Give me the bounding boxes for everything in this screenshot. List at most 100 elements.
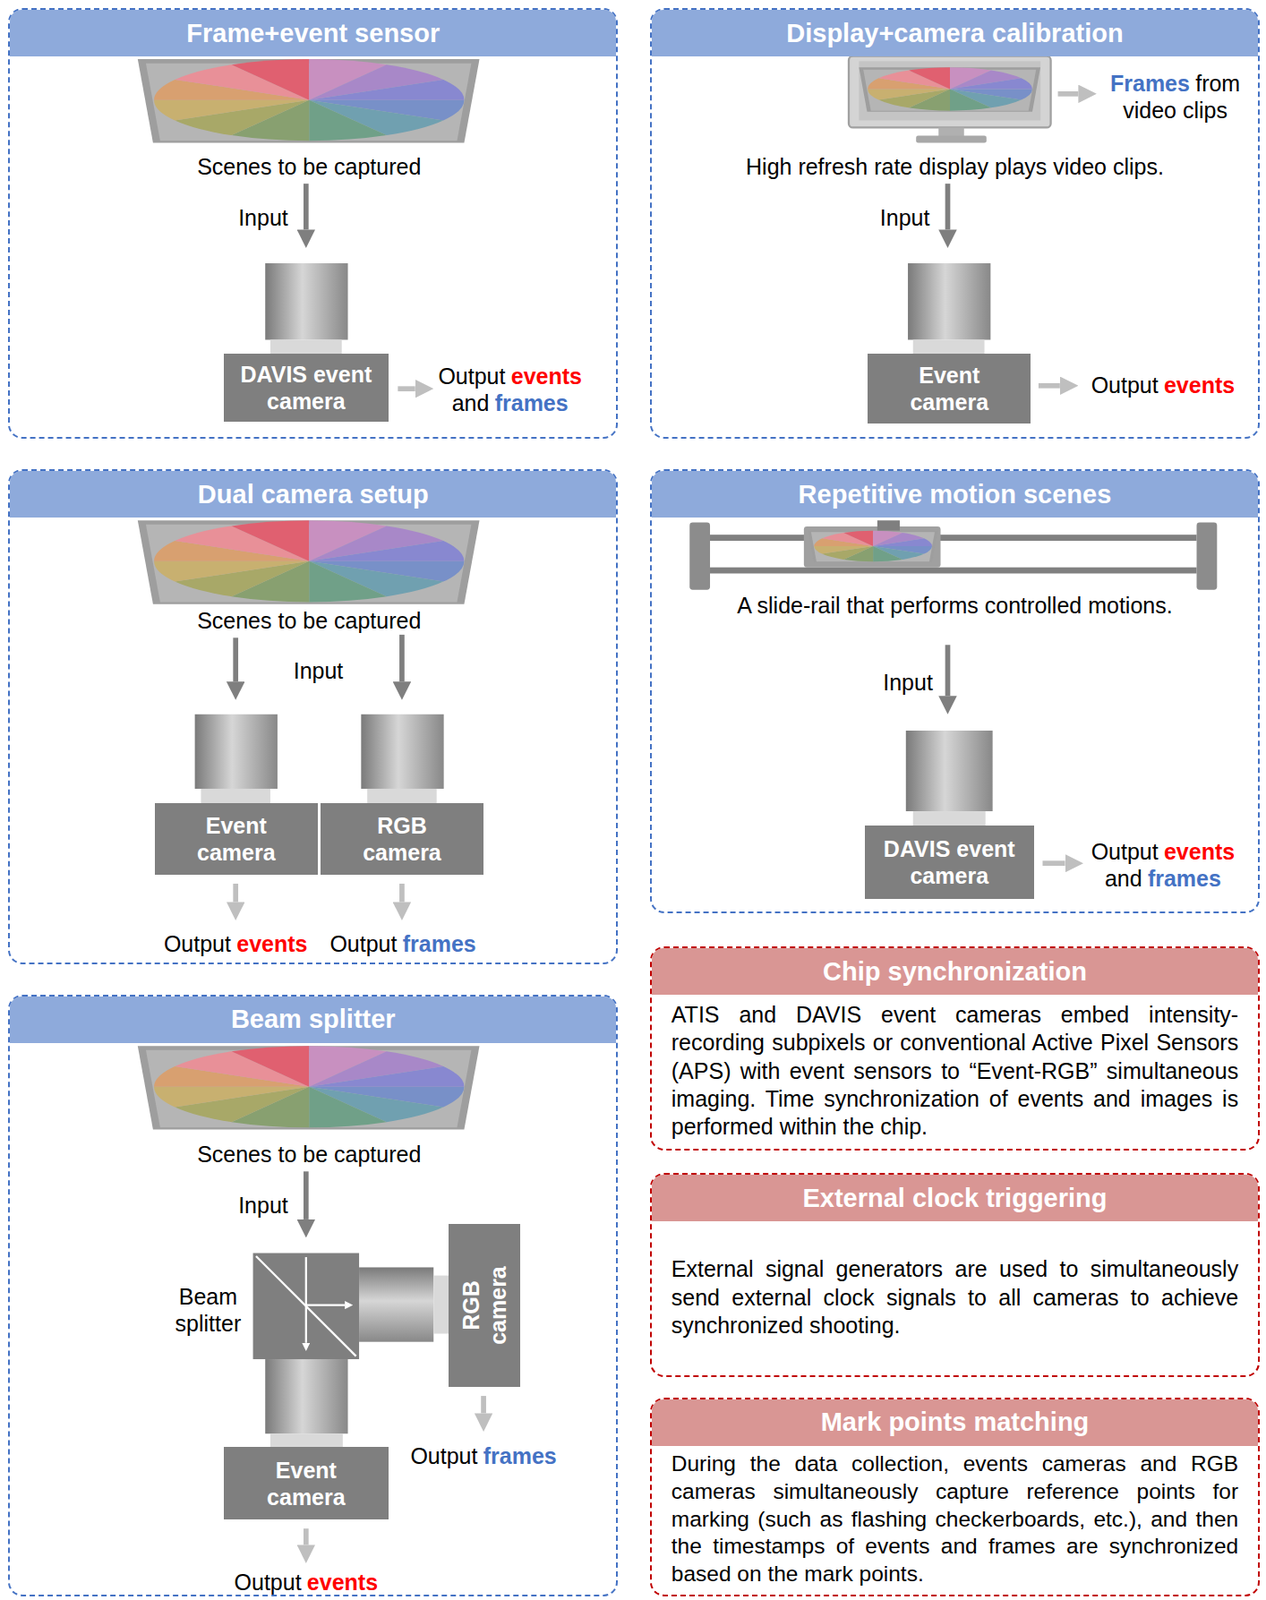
panel-box: Chip synchronizationATIS and DAVIS event…: [650, 946, 1260, 1151]
label-row: Beam splitter: [162, 1283, 253, 1337]
beam-splitter-cube: [253, 1253, 360, 1361]
camera-label: DAVIS event camera: [229, 360, 383, 415]
panel-title: External clock triggering: [802, 1183, 1107, 1214]
label-row: Scenes to be captured: [196, 607, 421, 634]
label-text: events: [1163, 372, 1235, 398]
label-text: Frames: [1110, 70, 1190, 96]
camera-label: Event camera: [255, 1456, 358, 1511]
label-row: Outputevents: [437, 362, 582, 390]
label-group: Input: [238, 1191, 289, 1219]
label-row: Outputevents: [1091, 371, 1236, 399]
output-arrow: [235, 94, 1078, 1546]
camera-box: RGB camera: [320, 803, 483, 875]
label-text: Input: [238, 1192, 289, 1218]
label-text: Output: [437, 363, 505, 389]
label-group: Scenes to be captured: [196, 607, 421, 634]
label-group: High refresh rate display plays video cl…: [745, 153, 1164, 180]
panel-body: ATIS and DAVIS event cameras embed inten…: [671, 998, 1239, 1144]
label-text: A slide-rail that performs controlled mo…: [736, 592, 1172, 618]
label-row: Framesfrom: [1110, 69, 1241, 97]
label-group: Outputframes: [329, 930, 476, 958]
body-text: External signal generators are used to s…: [671, 1255, 1239, 1340]
label-row: video clips: [1110, 96, 1241, 124]
label-text: Input: [238, 205, 289, 231]
panel-title: Dual camera setup: [197, 479, 429, 510]
label-text: Scenes to be captured: [196, 607, 421, 633]
panel-header: Frame+event sensor: [9, 9, 616, 57]
panel-box: Dual camera setupEvent camera RGB camera: [8, 469, 618, 965]
camera-label: RGB camera: [350, 812, 454, 866]
camera-label: RGB camera: [457, 1254, 512, 1357]
scene-image: [137, 1045, 480, 1130]
panel-box: Mark points matchingDuring the data coll…: [650, 1397, 1260, 1597]
label-text: from: [1195, 70, 1241, 96]
label-group: Input: [293, 657, 344, 685]
label-text: events: [511, 363, 582, 389]
panel-header: Chip synchronization: [651, 948, 1258, 995]
panel-title: Display+camera calibration: [786, 18, 1123, 49]
label-text: frames: [1147, 865, 1222, 891]
panel-title: Chip synchronization: [822, 957, 1087, 987]
label-row: Input: [238, 1191, 289, 1219]
label-text: Scenes to be captured: [196, 153, 421, 180]
label-group: Outputevents: [234, 1568, 379, 1596]
label-row: Outputframes: [410, 1442, 557, 1470]
panel-header: Mark points matching: [651, 1399, 1258, 1446]
camera-box: RGB camera: [448, 1223, 521, 1387]
label-text: Output: [234, 1569, 302, 1595]
label-group: Outputeventsandframes: [1091, 838, 1236, 892]
label-group: Scenes to be captured: [196, 1140, 421, 1168]
label-text: Output: [1091, 372, 1159, 398]
label-row: Input: [238, 204, 289, 231]
panel-title: Mark points matching: [821, 1407, 1090, 1438]
label-row: Outputevents: [1091, 838, 1236, 865]
label-group: Outputeventsandframes: [437, 362, 582, 417]
camera-box: Event camera: [223, 1446, 388, 1520]
label-row: Input: [293, 657, 344, 685]
slide-rail: [689, 520, 1217, 590]
label-text: frames: [495, 390, 569, 416]
panel-body: External signal generators are used to s…: [671, 1224, 1239, 1370]
scene-image: [137, 59, 480, 143]
body-text: During the data collection, events camer…: [671, 1450, 1239, 1588]
label-text: video clips: [1122, 97, 1228, 123]
label-group: Scenes to be captured: [196, 153, 421, 180]
camera-box: Event camera: [154, 803, 318, 875]
panel-title: Repetitive motion scenes: [798, 479, 1113, 510]
scene-image: [137, 520, 480, 604]
label-text: frames: [402, 931, 477, 957]
label-row: Input: [882, 668, 933, 696]
label-text: Output: [329, 931, 397, 957]
label-row: A slide-rail that performs controlled mo…: [736, 591, 1172, 619]
label-text: High refresh rate display plays video cl…: [745, 153, 1164, 180]
camera-box: DAVIS event camera: [864, 825, 1035, 899]
panel-title: Frame+event sensor: [186, 18, 440, 49]
camera-box: Event camera: [867, 353, 1031, 425]
label-text: Input: [293, 658, 344, 684]
label-text: Output: [410, 1443, 478, 1469]
label-text: and: [1104, 865, 1143, 891]
camera-label: Event camera: [898, 361, 1001, 416]
label-text: events: [307, 1569, 378, 1595]
panel-header: Display+camera calibration: [651, 9, 1258, 57]
label-text: Scenes to be captured: [196, 1141, 421, 1167]
label-row: Outputevents: [234, 1568, 379, 1596]
label-text: Input: [880, 205, 931, 231]
panel-header: Dual camera setup: [9, 470, 616, 518]
label-row: High refresh rate display plays video cl…: [745, 153, 1164, 180]
label-group: Outputevents: [1091, 371, 1236, 399]
monitor: [848, 56, 1052, 144]
body-text: ATIS and DAVIS event cameras embed inten…: [671, 1000, 1239, 1141]
label-group: Beam splitter: [162, 1283, 253, 1337]
panel-title: Beam splitter: [230, 1004, 396, 1035]
label-row: Outputframes: [329, 930, 476, 958]
label-group: Input: [880, 204, 931, 231]
panel-box: External clock triggeringExternal signal…: [650, 1172, 1260, 1378]
label-group: Input: [238, 204, 289, 231]
label-row: andframes: [437, 389, 582, 417]
label-row: Scenes to be captured: [196, 153, 421, 180]
label-text: events: [1163, 838, 1235, 864]
label-text: Beam splitter: [175, 1283, 242, 1336]
